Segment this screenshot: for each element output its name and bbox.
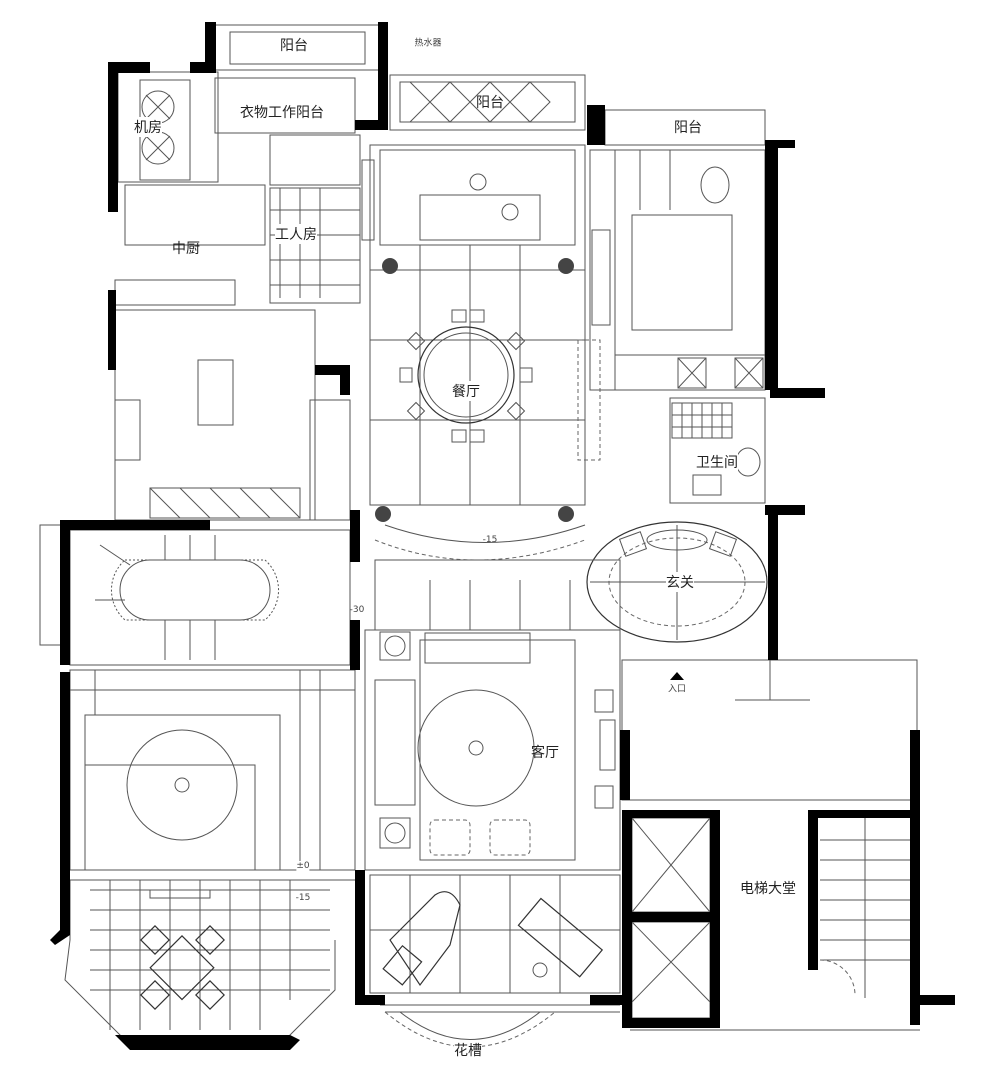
elevation-mark: ±0 xyxy=(296,861,310,871)
room-label-foyer: 玄关 xyxy=(666,572,694,592)
room-label-balcony-top: 阳台 xyxy=(280,38,308,54)
room-label-bathroom: 卫生间 xyxy=(696,452,738,472)
room-label-planter: 花槽 xyxy=(454,1040,482,1060)
label-water-heater: 热水器 xyxy=(414,38,442,49)
room-outlines xyxy=(39,24,920,1048)
walls xyxy=(50,22,955,1050)
elevation-mark: -30 xyxy=(349,605,365,615)
room-label-balcony-middle: 阳台 xyxy=(476,95,504,111)
room-label-living-room: 客厅 xyxy=(531,745,559,761)
room-label-kitchen: 中厨 xyxy=(172,241,200,257)
room-label-machine-room: 机房 xyxy=(134,117,162,137)
room-label-laundry-balcony: 衣物工作阳台 xyxy=(240,105,324,121)
elevation-mark: -15 xyxy=(482,535,498,545)
label-entrance: 入口 xyxy=(667,684,687,695)
room-label-maid-room: 工人房 xyxy=(275,224,317,244)
elevation-mark: -15 xyxy=(295,893,311,903)
room-label-dining-room: 餐厅 xyxy=(452,381,480,401)
room-label-elevator-lobby: 电梯大堂 xyxy=(740,878,796,898)
room-label-balcony-right: 阳台 xyxy=(674,120,702,136)
